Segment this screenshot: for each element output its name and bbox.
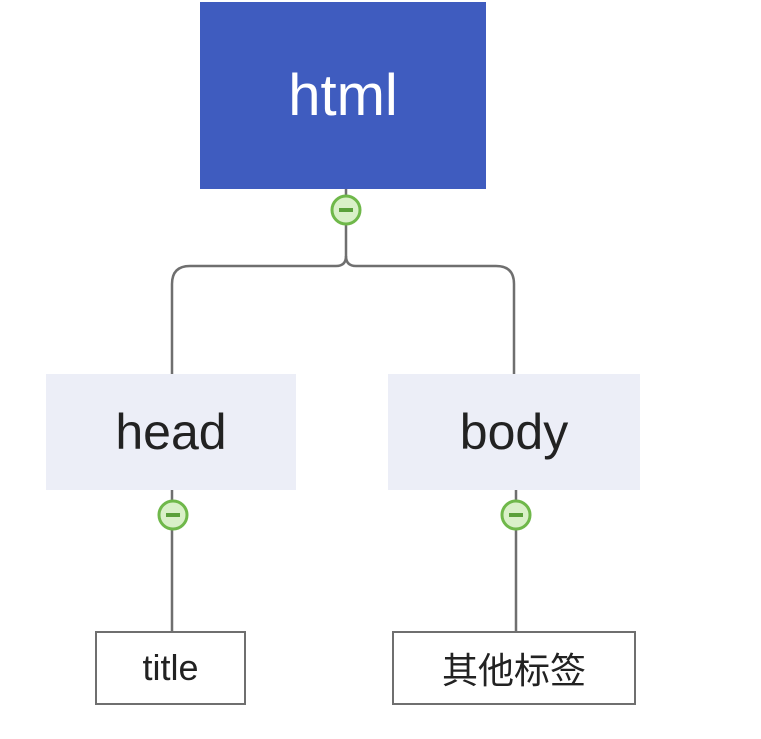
node-html[interactable]: html: [200, 2, 486, 189]
node-title[interactable]: title: [95, 631, 246, 705]
node-html-label: html: [288, 63, 398, 128]
node-other-tags[interactable]: 其他标签: [392, 631, 636, 705]
node-head[interactable]: head: [46, 374, 296, 490]
node-title-label: title: [142, 647, 199, 688]
connector-root-to-body: [344, 255, 516, 374]
minus-circle-icon: [339, 208, 353, 212]
node-other-tags-label: 其他标签: [441, 651, 586, 692]
node-head-label: head: [115, 404, 227, 460]
collapse-toggle-body[interactable]: [500, 499, 532, 531]
connector-root-to-head: [170, 189, 348, 374]
minus-circle-icon: [166, 513, 180, 517]
node-body[interactable]: body: [388, 374, 640, 490]
node-body-label: body: [459, 404, 569, 460]
collapse-toggle-head[interactable]: [157, 499, 189, 531]
minus-circle-icon: [509, 513, 523, 517]
collapse-toggle-html[interactable]: [330, 194, 362, 226]
